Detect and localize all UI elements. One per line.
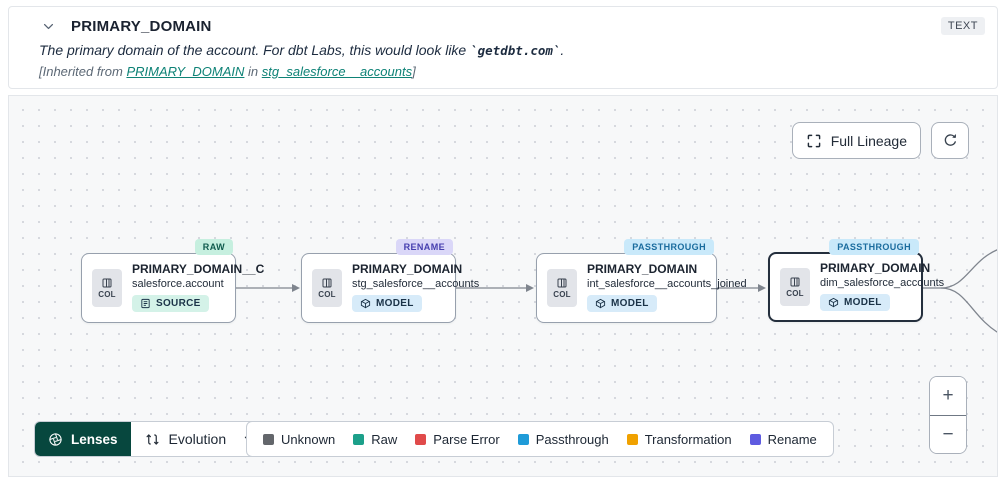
column-header-card: PRIMARY_DOMAIN TEXT The primary domain o… xyxy=(8,6,998,89)
expand-icon xyxy=(807,134,821,147)
col-chip-label: COL xyxy=(553,290,571,299)
evolution-legend: Unknown Raw Parse Error Passthrough Tran… xyxy=(246,421,834,457)
col-chip-label: COL xyxy=(786,289,804,298)
evolution-badge: PASSTHROUGH xyxy=(829,239,919,255)
node-column-name: PRIMARY_DOMAIN__C xyxy=(132,262,265,276)
description-suffix: . xyxy=(560,42,565,58)
resource-type-badge: SOURCE xyxy=(132,295,209,312)
column-description: The primary domain of the account. For d… xyxy=(39,42,985,58)
col-chip-label: COL xyxy=(318,290,336,299)
node-model-name: salesforce.account xyxy=(132,278,224,290)
lenses-bar: Lenses Evolution xyxy=(34,421,271,457)
cube-icon xyxy=(360,298,371,309)
legend-item: Parse Error xyxy=(415,432,500,447)
col-chip-label: COL xyxy=(98,290,116,299)
collapse-button[interactable] xyxy=(39,17,57,35)
inherited-column-link[interactable]: PRIMARY_DOMAIN xyxy=(126,64,245,79)
full-lineage-label: Full Lineage xyxy=(830,132,907,149)
evolution-badge: RAW xyxy=(194,239,233,255)
cube-icon xyxy=(828,297,839,308)
lineage-canvas[interactable]: Full Lineage RAW COL PRIMARY_DOMAIN__C s… xyxy=(8,95,998,477)
active-lens-label: Evolution xyxy=(168,431,227,447)
columns-icon xyxy=(557,278,567,288)
column-type-badge: TEXT xyxy=(940,17,985,35)
lenses-label: Lenses xyxy=(71,431,118,447)
lineage-node-staging[interactable]: RENAME COL PRIMARY_DOMAIN stg_salesforce… xyxy=(301,239,479,323)
database-icon xyxy=(141,298,150,309)
node-model-name: dim_salesforce_accounts xyxy=(820,277,945,289)
lenses-button[interactable]: Lenses xyxy=(35,422,131,456)
aperture-icon xyxy=(49,432,62,446)
node-column-name: PRIMARY_DOMAIN xyxy=(587,262,698,276)
zoom-out-button[interactable]: − xyxy=(930,415,966,453)
lineage-node-source[interactable]: RAW COL PRIMARY_DOMAIN__C salesforce.acc… xyxy=(81,239,264,323)
column-chip: COL xyxy=(312,269,342,307)
zoom-controls: + − xyxy=(929,376,967,454)
page-title: PRIMARY_DOMAIN xyxy=(71,17,212,35)
legend-swatch xyxy=(353,433,365,445)
refresh-button[interactable] xyxy=(931,122,969,159)
legend-item: Unknown xyxy=(263,432,335,447)
chevron-down-icon xyxy=(43,23,53,29)
node-column-name: PRIMARY_DOMAIN xyxy=(820,261,931,275)
legend-swatch xyxy=(415,433,427,445)
refresh-icon xyxy=(944,134,956,146)
legend-item: Rename xyxy=(749,432,817,447)
legend-swatch xyxy=(517,433,529,445)
legend-swatch xyxy=(749,433,761,445)
resource-type-badge: MODEL xyxy=(352,295,422,312)
columns-icon xyxy=(102,278,112,288)
node-model-name: stg_salesforce__accounts xyxy=(352,278,480,290)
inherited-model-link[interactable]: stg_salesforce__accounts xyxy=(261,64,413,79)
column-chip: COL xyxy=(547,269,577,307)
inherited-note: [Inherited from PRIMARY_DOMAIN in stg_sa… xyxy=(39,64,416,79)
legend-item: Raw xyxy=(353,432,397,447)
zoom-in-button[interactable]: + xyxy=(930,377,966,415)
full-lineage-button[interactable]: Full Lineage xyxy=(791,122,921,159)
legend-swatch xyxy=(263,433,274,445)
columns-icon xyxy=(322,278,332,288)
legend-swatch xyxy=(626,433,638,445)
column-chip: COL xyxy=(780,268,810,306)
description-text: The primary domain of the account. For d… xyxy=(39,42,471,58)
legend-item: Passthrough xyxy=(517,432,609,447)
evolution-badge: PASSTHROUGH xyxy=(624,239,714,255)
lineage-node-dim-selected[interactable]: PASSTHROUGH COL PRIMARY_DOMAIN dim_sales… xyxy=(768,239,944,322)
node-column-name: PRIMARY_DOMAIN xyxy=(352,262,463,276)
description-code: `getdbt.com` xyxy=(470,43,561,58)
lineage-node-intermediate[interactable]: PASSTHROUGH COL PRIMARY_DOMAIN int_sales… xyxy=(536,239,747,323)
columns-icon xyxy=(790,277,800,287)
column-chip: COL xyxy=(92,269,122,307)
swap-vertical-icon xyxy=(146,433,159,445)
evolution-badge: RENAME xyxy=(395,239,453,255)
canvas-toolbar: Full Lineage xyxy=(791,122,969,159)
resource-type-badge: MODEL xyxy=(587,295,657,312)
legend-item: Transformation xyxy=(626,432,732,447)
node-model-name: int_salesforce__accounts_joined xyxy=(587,278,747,290)
resource-type-badge: MODEL xyxy=(820,294,890,311)
cube-icon xyxy=(595,298,606,309)
